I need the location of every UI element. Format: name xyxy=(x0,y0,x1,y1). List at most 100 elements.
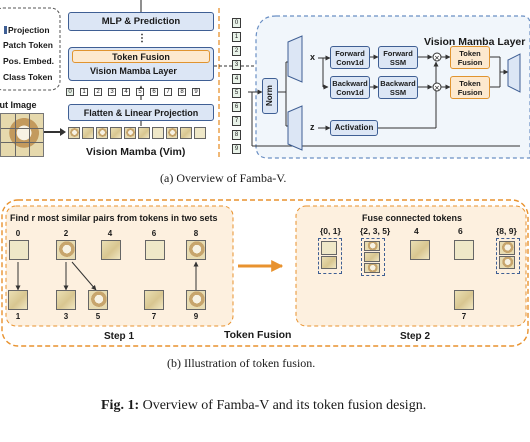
token: 1 xyxy=(80,88,88,96)
token-patch xyxy=(499,241,515,255)
patch-strip xyxy=(68,126,214,140)
step2-label: Step 2 xyxy=(400,331,431,342)
bottom-token-label: 9 xyxy=(193,312,199,321)
token-patch xyxy=(56,290,76,310)
step1-label: Step 1 xyxy=(104,331,135,342)
token: 5 xyxy=(232,88,241,98)
token-row: 0 1 2 3 4 5 6 7 8 9 xyxy=(66,88,216,99)
token-patch xyxy=(410,240,430,260)
vim-caption-label: Vision Mamba (Vim) xyxy=(86,146,186,158)
activation-box: Activation xyxy=(330,120,378,136)
token-patch xyxy=(454,290,474,310)
input-image-label: put Image xyxy=(0,100,37,110)
norm-box: Norm xyxy=(262,78,278,114)
vertical-token-column: 0 1 2 3 4 5 6 7 8 9 xyxy=(232,18,242,160)
token: 7 xyxy=(232,116,241,126)
caption-b: (b) Illustration of token fusion. xyxy=(167,356,316,370)
token: 3 xyxy=(232,60,241,70)
vim-layer-label: Vision Mamba Layer xyxy=(90,66,177,76)
patch xyxy=(96,127,108,139)
top-token-label: 2 xyxy=(63,229,69,238)
layer-ellipsis: ⋮ xyxy=(137,33,147,44)
patch xyxy=(166,127,178,139)
token-patch xyxy=(144,290,164,310)
token: 2 xyxy=(232,46,241,56)
token-fusion-center-label: Token Fusion xyxy=(224,329,292,341)
token: 9 xyxy=(192,88,200,96)
patch xyxy=(124,127,136,139)
flatten-projection-box: Flatten & Linear Projection xyxy=(68,104,214,121)
token-patch xyxy=(145,240,165,260)
token: 4 xyxy=(122,88,130,96)
top-token-label: 8 xyxy=(193,229,199,238)
token-patch xyxy=(9,240,29,260)
patch xyxy=(110,127,122,139)
forward-token-fusion-box: Token Fusion xyxy=(450,46,490,69)
legend-patch-token: Patch Token xyxy=(3,40,53,50)
bottom-token-label: 1 xyxy=(15,312,21,321)
patch xyxy=(152,127,164,139)
patch xyxy=(138,127,150,139)
bottom-token-label: 3 xyxy=(63,312,69,321)
token-fusion-box: Token Fusion xyxy=(72,50,210,63)
forward-ssm-box: Forward SSM xyxy=(378,46,418,69)
input-arrow-head xyxy=(60,128,66,136)
patch xyxy=(82,127,94,139)
backward-ssm-box: Backward SSM xyxy=(378,76,418,99)
mlp-prediction-box: MLP & Prediction xyxy=(68,12,214,31)
step2-title: Fuse connected tokens xyxy=(362,213,463,223)
token-patch xyxy=(454,240,474,260)
token: 7 xyxy=(164,88,172,96)
token-patch xyxy=(88,290,108,310)
token-patch xyxy=(364,263,380,273)
step1-title: Find r most similar pairs from tokens in… xyxy=(10,213,218,223)
vim-layer-title: Vision Mamba Layer xyxy=(424,36,526,48)
step2-token-label: 7 xyxy=(461,312,467,321)
token-patch xyxy=(321,256,337,269)
token: 6 xyxy=(150,88,158,96)
token: 0 xyxy=(232,18,241,28)
top-token-label: 6 xyxy=(151,229,157,238)
token-patch xyxy=(364,241,380,251)
input-arrow xyxy=(44,131,62,133)
token-patch xyxy=(186,290,206,310)
backward-token-fusion-box: Token Fusion xyxy=(450,76,490,99)
patch xyxy=(194,127,206,139)
token-patch xyxy=(56,240,76,260)
token: 8 xyxy=(178,88,186,96)
fused-group-box xyxy=(361,238,385,276)
token: 6 xyxy=(232,102,241,112)
legend-projection: Projection xyxy=(4,25,50,35)
token-patch xyxy=(499,256,515,269)
z-branch-label: z xyxy=(310,122,315,132)
token-patch xyxy=(8,290,28,310)
legend-pos-embed: Pos. Embed. xyxy=(3,56,55,66)
caption-a: (a) Overview of Famba-V. xyxy=(160,171,287,185)
token: 8 xyxy=(232,130,241,140)
token: 9 xyxy=(232,144,241,154)
fused-group-label: 4 xyxy=(414,226,419,236)
token: 3 xyxy=(108,88,116,96)
token-patch xyxy=(101,240,121,260)
legend-projection-label: Projection xyxy=(8,25,50,35)
top-token-label: 0 xyxy=(15,229,21,238)
svg-text:×: × xyxy=(434,84,440,92)
x-branch-label: x xyxy=(310,52,316,62)
fused-group-label: {8, 9} xyxy=(496,226,517,236)
bottom-token-label: 7 xyxy=(151,312,157,321)
svg-text:×: × xyxy=(434,54,440,62)
backward-conv-box: Backward Conv1d xyxy=(330,76,370,99)
input-image xyxy=(0,113,44,157)
figure-caption-prefix: Fig. 1: xyxy=(101,398,140,413)
projection-icon xyxy=(4,26,7,34)
token: 5 xyxy=(136,88,144,96)
legend-class-token: Class Token xyxy=(3,72,53,82)
fused-group-box xyxy=(496,238,520,274)
figure-caption: Fig. 1: Overview of Famba-V and its toke… xyxy=(101,398,426,414)
patch xyxy=(68,127,80,139)
class-token: 0 xyxy=(66,88,74,96)
token-patch xyxy=(186,240,206,260)
token-patch xyxy=(321,241,337,255)
forward-conv-box: Forward Conv1d xyxy=(330,46,370,69)
token: 1 xyxy=(232,32,241,42)
